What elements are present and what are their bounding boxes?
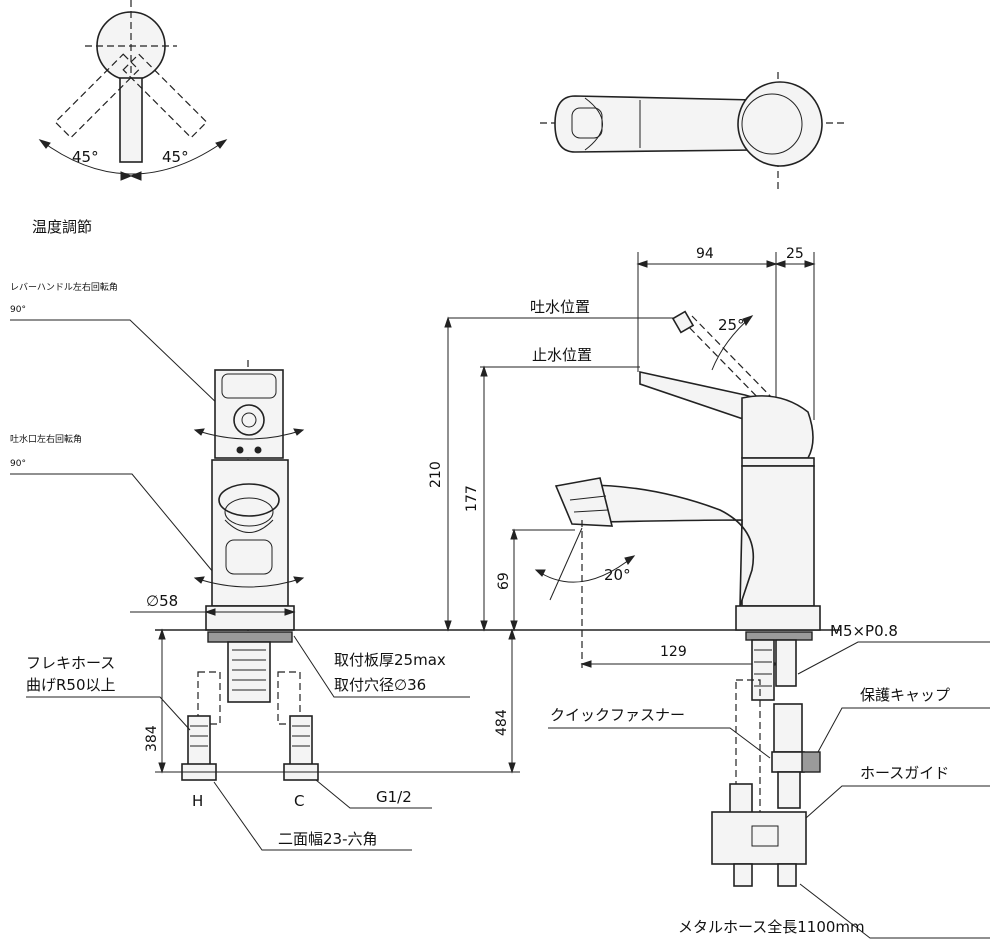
angle-25-label: 25° bbox=[718, 316, 745, 334]
lever-rotation-value: 90° bbox=[10, 305, 26, 315]
lever-rotation-label: レバーハンドル左右回転角 bbox=[10, 281, 118, 293]
hose-guide-label: ホースガイド bbox=[860, 764, 949, 782]
metal-hose-label: メタルホース全長1100mm bbox=[678, 918, 865, 936]
dim-129-label: 129 bbox=[660, 644, 687, 660]
outlet-position-label: 吐水位置 bbox=[530, 298, 590, 316]
stop-position-label: 止水位置 bbox=[532, 346, 592, 364]
quick-fastener-label: クイックファスナー bbox=[550, 706, 685, 724]
diameter-label: ∅58 bbox=[146, 592, 178, 610]
dim-25-label: 25 bbox=[786, 246, 804, 262]
faucet-top-plan-view bbox=[540, 72, 845, 190]
dim-177-label: 177 bbox=[464, 485, 480, 512]
dim-69-label: 69 bbox=[496, 572, 512, 590]
mount-hole-label: 取付穴径∅36 bbox=[334, 676, 426, 694]
temperature-label: 温度調節 bbox=[32, 218, 92, 236]
faucet-side-view: 94 25 吐水位置 止水位置 210 177 69 484 bbox=[428, 246, 990, 939]
flex-hose-label: フレキホース bbox=[26, 654, 115, 672]
flex-hose-bend-label: 曲げR50以上 bbox=[26, 676, 116, 694]
faucet-front-view: レバーハンドル左右回転角 90° 吐水口左右回転角 90° ∅58 bbox=[10, 281, 840, 851]
thread-label: G1/2 bbox=[376, 788, 412, 806]
dim-484-label: 484 bbox=[494, 709, 510, 736]
dim-210-label: 210 bbox=[428, 461, 444, 488]
hot-label: H bbox=[192, 792, 203, 810]
lever-angle-diagram: 45° 45° 温度調節 bbox=[32, 0, 228, 236]
dim-94-label: 94 bbox=[696, 246, 714, 262]
angle-left-label: 45° bbox=[72, 148, 99, 166]
plate-thickness-label: 取付板厚25max bbox=[334, 651, 446, 669]
angle-20-label: 20° bbox=[604, 566, 631, 584]
spout-rotation-label: 吐水口左右回転角 bbox=[10, 433, 82, 445]
cold-label: C bbox=[294, 792, 304, 810]
dim-384-label: 384 bbox=[144, 725, 160, 752]
m5-thread-label: M5×P0.8 bbox=[830, 622, 898, 640]
protective-cap-label: 保護キャップ bbox=[860, 686, 950, 704]
spout-rotation-value: 90° bbox=[10, 459, 26, 469]
hex-label: 二面幅23-六角 bbox=[278, 830, 378, 848]
angle-right-label: 45° bbox=[162, 148, 189, 166]
